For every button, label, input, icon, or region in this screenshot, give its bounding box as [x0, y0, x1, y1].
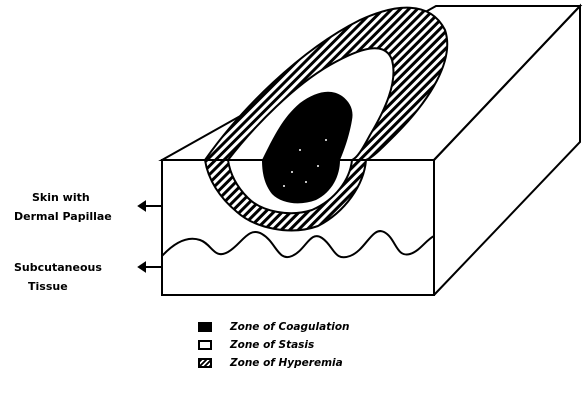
hyperemia-swatch-icon [198, 358, 212, 368]
legend: Zone of Coagulation Zone of Stasis Zone … [198, 318, 350, 372]
skin-label-line2: Dermal Papillae [14, 207, 112, 226]
legend-item-hyperemia: Zone of Hyperemia [198, 354, 350, 372]
coagulation-swatch-icon [198, 322, 212, 332]
legend-label: Zone of Stasis [230, 339, 314, 351]
legend-item-coagulation: Zone of Coagulation [198, 318, 350, 336]
skin-label-line1: Skin with [14, 188, 112, 207]
skin-label: Skin with Dermal Papillae [14, 188, 112, 226]
subcutaneous-arrow [139, 263, 162, 271]
stasis-swatch-icon [198, 340, 212, 350]
legend-label: Zone of Hyperemia [230, 357, 343, 369]
legend-item-stasis: Zone of Stasis [198, 336, 350, 354]
skin-arrow [139, 202, 162, 210]
subcutaneous-label: Subcutaneous Tissue [14, 258, 102, 296]
subcutaneous-label-line1: Subcutaneous [14, 258, 102, 277]
subcutaneous-label-line2: Tissue [14, 277, 102, 296]
legend-label: Zone of Coagulation [230, 321, 350, 333]
